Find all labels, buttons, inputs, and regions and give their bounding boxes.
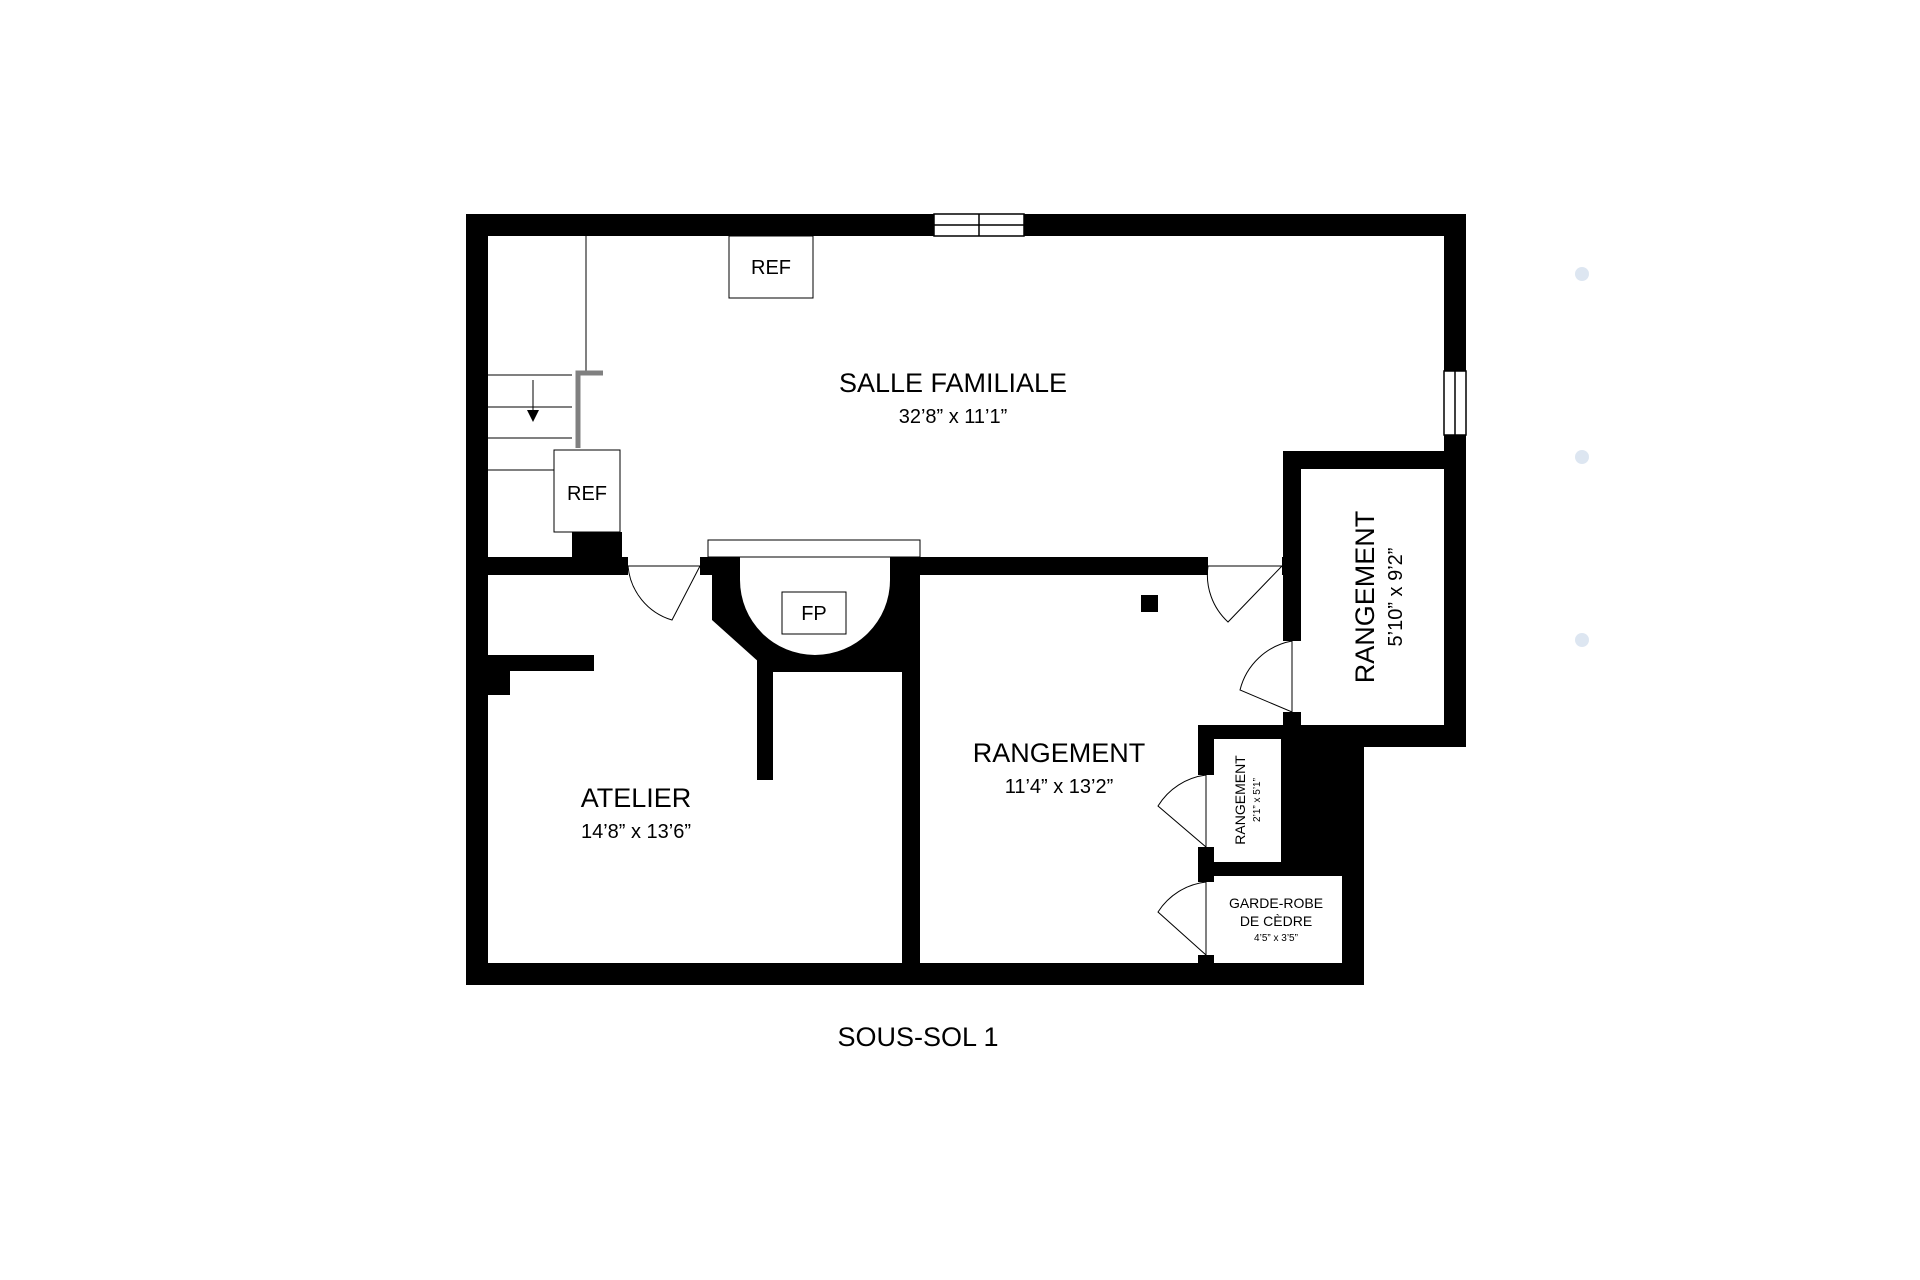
wall-left <box>466 214 488 985</box>
wall-right-step <box>1342 725 1466 747</box>
doors <box>627 565 1293 957</box>
wall-divider-vertical <box>902 570 920 965</box>
pillar <box>1141 595 1158 612</box>
hearth <box>707 539 921 558</box>
wall-east-room-top <box>1283 451 1466 469</box>
decorative-marks <box>1575 267 1589 647</box>
wall-right-upper <box>1444 214 1466 371</box>
room-atelier-dims: 14’8” x 13’6” <box>581 821 691 843</box>
stair-handrail <box>575 370 603 448</box>
room-atelier-name: ATELIER <box>581 783 692 813</box>
room-rangement-small-name: RANGEMENT <box>1232 755 1248 845</box>
door-rangement-east <box>1239 640 1293 713</box>
room-salle-familiale-name: SALLE FAMILIALE <box>839 368 1067 398</box>
fixtures: REF REF FP <box>553 235 921 635</box>
ref-stairs-box <box>553 449 621 533</box>
ref-top-box <box>728 235 814 299</box>
room-salle-familiale-dims: 32’8” x 11’1” <box>899 406 1008 428</box>
walls <box>466 214 1466 985</box>
room-rangement-small-dims: 2’1” x 5’1” <box>1252 778 1263 822</box>
decorative-dot-icon <box>1575 267 1589 281</box>
atelier-stub-vertical <box>757 660 773 780</box>
door-rangement-small <box>1157 774 1207 849</box>
wall-closet-divider <box>1281 739 1364 864</box>
stair-direction-arrow-icon <box>527 410 539 422</box>
fireplace-box <box>781 591 847 635</box>
door-rangement-center <box>1206 565 1284 623</box>
stairs <box>488 236 603 471</box>
wall-closet-left-lower <box>1198 955 1214 965</box>
door-garde-robe <box>1157 881 1207 957</box>
room-garde-robe-dims: 4’5” x 3’5” <box>1254 933 1298 944</box>
decorative-dot-icon <box>1575 450 1589 464</box>
decorative-dot-icon <box>1575 633 1589 647</box>
wall-top-right <box>1024 214 1466 236</box>
wall-top-left <box>466 214 934 236</box>
room-rangement-center-name: RANGEMENT <box>973 738 1146 768</box>
wall-closet-top <box>1198 725 1364 739</box>
wall-bottom <box>466 963 1364 985</box>
wall-right-mid <box>1444 435 1466 747</box>
wall-closet-left-upper <box>1198 725 1214 775</box>
room-rangement-east-name: RANGEMENT <box>1350 511 1380 684</box>
atelier-stub-horizontal <box>488 655 594 671</box>
stair-post <box>572 532 622 575</box>
ref-stairs-label: REF <box>567 483 607 505</box>
ref-top-label: REF <box>751 257 791 279</box>
room-garde-robe-name-line1: GARDE-ROBE <box>1229 895 1323 911</box>
room-labels: SALLE FAMILIALE 32’8” x 11’1” RANGEMENT … <box>581 368 1407 944</box>
room-garde-robe-name-line2: DE CÈDRE <box>1240 913 1312 929</box>
door-atelier <box>627 565 701 621</box>
room-rangement-east-dims: 5’10” x 9’2” <box>1385 548 1407 647</box>
windows <box>933 213 1467 436</box>
wall-closet-mid <box>1198 862 1364 876</box>
atelier-stub-block <box>488 655 510 695</box>
room-rangement-center-dims: 11’4” x 13’2” <box>1005 776 1114 798</box>
fireplace-mass <box>712 557 920 672</box>
floor-label: SOUS-SOL 1 <box>837 1022 998 1052</box>
wall-mid-right <box>918 557 1208 575</box>
wall-east-room-left-upper <box>1283 451 1301 641</box>
fireplace-label: FP <box>801 603 827 625</box>
